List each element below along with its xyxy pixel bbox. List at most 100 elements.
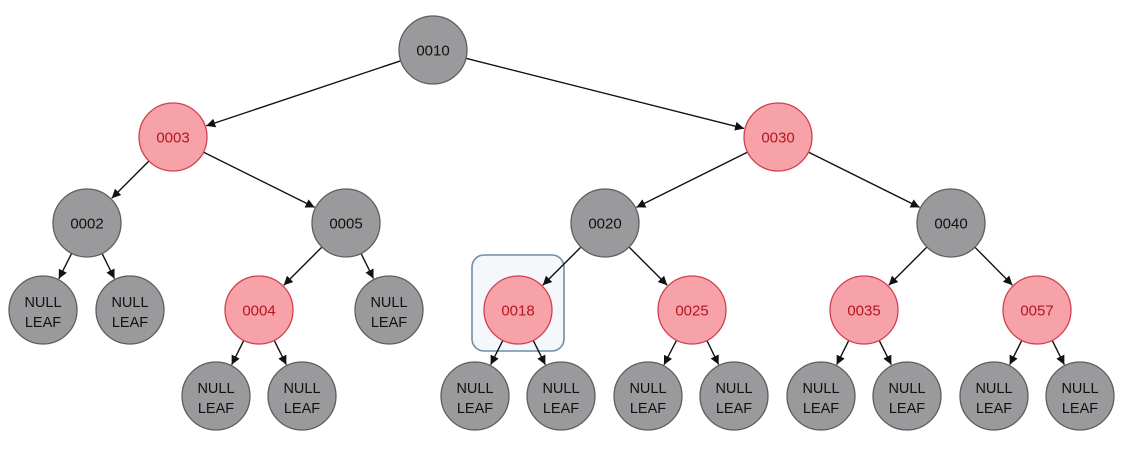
edge-n35-l35b [878,340,892,366]
edge-n2-l2a [58,253,73,280]
red-node-circle [224,275,294,345]
null-leaf-node: NULL LEAF [786,361,856,431]
edge-n18-l18a [490,340,504,366]
edge-n4-l4b [273,340,287,366]
node-key-label: 0040 [934,216,967,233]
leaf-circle [786,361,856,431]
leaf-circle [526,361,596,431]
edge-n20-n18 [542,246,582,286]
red-node-circle [657,275,727,345]
leaf-circle [95,275,165,345]
leaf-label-line: NULL [629,381,666,397]
leaf-circle [872,361,942,431]
tree-node-0057: 0057 [1002,275,1072,345]
leaf-label-line: LEAF [803,401,839,417]
leaf-label-line: LEAF [371,315,407,331]
leaf-circle [267,361,337,431]
red-node-circle [483,275,553,345]
leaf-label-line: NULL [197,381,234,397]
edge-n10-n3 [205,60,401,128]
null-leaf-node: NULL LEAF [699,361,769,431]
leaf-label-line: NULL [456,381,493,397]
edge-n20-n25 [628,246,668,286]
leaf-label-line: NULL [1061,381,1098,397]
leaf-label-line: NULL [975,381,1012,397]
node-key-label: 0005 [329,216,362,233]
leaf-label-line: LEAF [284,401,320,417]
null-leaf-node: NULL LEAF [440,361,510,431]
leaf-label-line: LEAF [1062,401,1098,417]
black-node-circle [311,188,381,258]
leaf-label-line: LEAF [457,401,493,417]
node-key-label: 0035 [847,303,880,320]
null-leaf-node: NULL LEAF [354,275,424,345]
node-key-label: 0020 [588,216,621,233]
tree-node-0030: 0030 [743,102,813,172]
red-node-circle [138,102,208,172]
tree-node-0004: 0004 [224,275,294,345]
node-key-label: 0004 [242,303,275,320]
leaf-label-line: LEAF [112,315,148,331]
tree-node-0020: 0020 [570,188,640,258]
edge-n30-n40 [808,151,920,209]
black-node-circle [398,15,468,85]
leaf-label-line: NULL [888,381,925,397]
null-leaf-node: NULL LEAF [1045,361,1115,431]
tree-node-0035: 0035 [829,275,899,345]
leaf-label-line: NULL [715,381,752,397]
null-leaf-node: NULL LEAF [181,361,251,431]
tree-node-0003: 0003 [138,102,208,172]
edge-n57-l57b [1051,340,1065,366]
node-key-label: 0010 [416,43,449,60]
tree-node-0002: 0002 [52,188,122,258]
edge-n25-l25a [663,339,678,366]
node-key-label: 0030 [761,130,794,147]
null-leaf-node: NULL LEAF [267,361,337,431]
null-leaf-node: NULL LEAF [613,361,683,431]
leaf-label-line: LEAF [25,315,61,331]
node-key-label: 0003 [156,130,189,147]
null-leaf-node: NULL LEAF [872,361,942,431]
leaf-circle [354,275,424,345]
edge-n3-n5 [203,151,315,209]
edge-n4-l4a [231,340,245,366]
edge-n2-l2b [101,253,116,279]
edge-n25-l25b [706,340,720,365]
black-node-circle [52,188,122,258]
edge-n5-n4 [283,246,323,286]
node-key-label: 0018 [501,303,534,320]
red-node-circle [1002,275,1072,345]
leaf-circle [1045,361,1115,431]
node-key-label: 0002 [70,216,103,233]
edge-n30-n20 [636,151,748,209]
leaf-label-line: LEAF [716,401,752,417]
red-node-circle [743,102,813,172]
edge-n5-l5b [360,253,375,279]
leaf-label-line: NULL [283,381,320,397]
tree-node-0010: 0010 [398,15,468,85]
node-key-label: 0057 [1020,303,1053,320]
leaf-label-line: NULL [802,381,839,397]
leaf-circle [959,361,1029,431]
leaf-label-line: LEAF [630,401,666,417]
edge-n40-n57 [974,246,1013,286]
leaf-label-line: LEAF [889,401,925,417]
leaf-circle [181,361,251,431]
edge-n18-l18b [532,340,546,366]
leaf-circle [699,361,769,431]
edge-n57-l57a [1009,340,1023,366]
leaf-label-line: NULL [370,295,407,311]
leaf-circle [440,361,510,431]
tree-node-0018: 0018 [483,275,553,345]
node-key-label: 0025 [675,303,708,320]
leaf-circle [8,275,78,345]
leaf-label-line: NULL [24,295,61,311]
leaf-label-line: NULL [111,295,148,311]
tree-node-0025: 0025 [657,275,727,345]
tree-node-0040: 0040 [916,188,986,258]
leaf-label-line: LEAF [198,401,234,417]
leaf-label-line: NULL [542,381,579,397]
